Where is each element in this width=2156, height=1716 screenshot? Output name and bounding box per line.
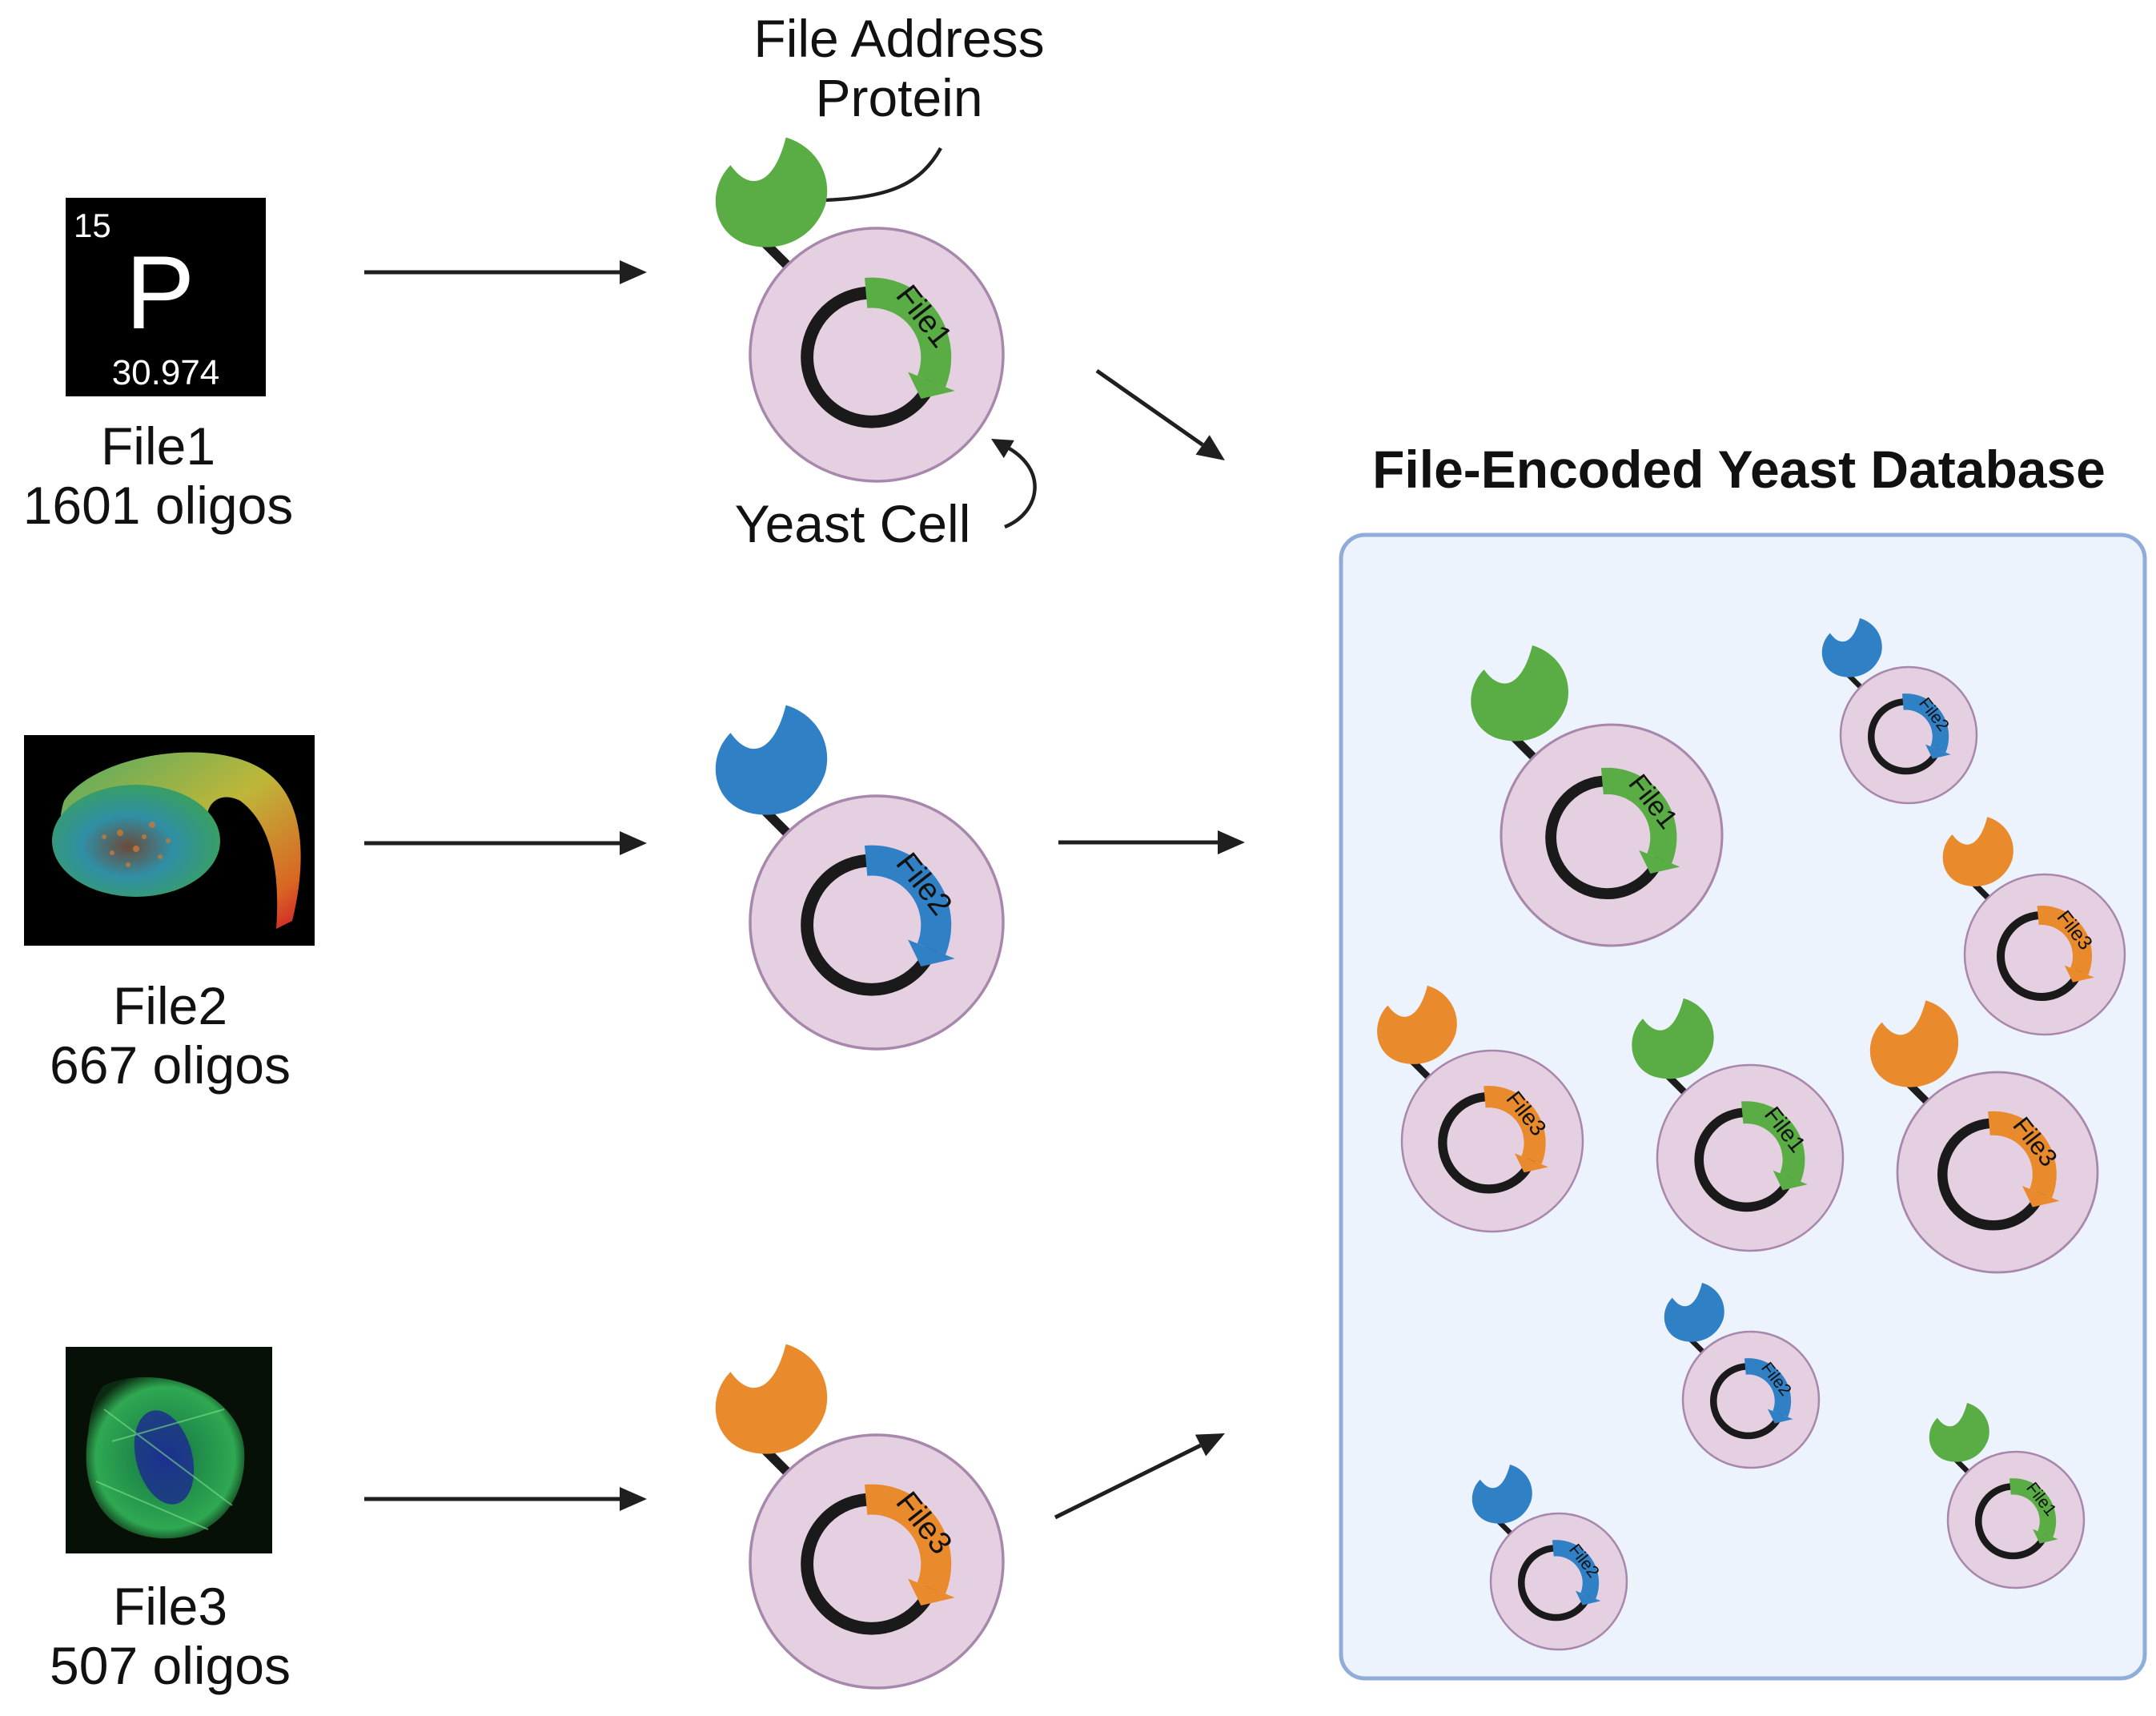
- file-insert-segment: [865, 1484, 952, 1594]
- db-cell-file3-left: File3: [1377, 985, 1584, 1233]
- file-insert-arrowhead: [908, 1578, 955, 1605]
- file1-oligos: 1601 oligos: [22, 475, 294, 535]
- file-address-protein: [1821, 618, 1882, 677]
- db-cell-file2-lower: File2: [1664, 1283, 1821, 1469]
- file-insert-segment: [2009, 1478, 2057, 1537]
- yeast-cell-body: [1656, 1063, 1845, 1252]
- file1-image: 15 P 30.974: [66, 198, 266, 396]
- file-insert-arrowhead: [2022, 1186, 2060, 1208]
- file-insert-arrowhead: [2033, 1529, 2058, 1544]
- yeast-cell-body: [749, 794, 1005, 1051]
- file-insert-arrowhead: [1514, 1153, 1548, 1173]
- file-insert-segment: [1988, 1111, 2057, 1198]
- file2-name: File2: [112, 976, 228, 1035]
- yeast-cell-body: [1946, 1450, 2086, 1589]
- yeast-cell-body: [749, 227, 1005, 483]
- file-address-protein: [715, 705, 828, 815]
- file-insert-arrowhead: [1773, 1170, 1808, 1191]
- database-title: File-Encoded Yeast Database: [1372, 440, 2106, 499]
- yeast-cell-body: [1963, 873, 2126, 1036]
- file-address-protein: [715, 137, 828, 247]
- cell3-to-database-arrow: [1054, 1433, 1225, 1520]
- db-cell-file1-mid: File1: [1632, 998, 1845, 1252]
- file-address-protein: [1929, 1403, 1989, 1462]
- yeast-cell-body: [1681, 1330, 1821, 1469]
- file-address-protein: [1471, 1465, 1532, 1524]
- cell2-to-database-arrow: [1058, 830, 1245, 854]
- file3-caption: File3 507 oligos: [16, 1577, 324, 1696]
- file1-name: File1: [100, 416, 216, 476]
- file3-name: File3: [112, 1577, 228, 1636]
- yeast-cell-body: [1896, 1071, 2099, 1274]
- file-insert-segment: [865, 277, 952, 388]
- tile-atomic-mass: 30.974: [112, 353, 220, 392]
- cell1-to-database-arrow: [1095, 368, 1225, 460]
- file3-image: [66, 1347, 272, 1553]
- cell-callout-label: Yeast Cell: [734, 494, 971, 553]
- file2-to-cell-arrow: [364, 831, 647, 855]
- file-insert-segment: [1484, 1086, 1546, 1164]
- file-address-protein: [1377, 985, 1457, 1064]
- file2-caption: File2 667 oligos: [16, 976, 324, 1095]
- db-cell-file3-large: File3: [1869, 1000, 2099, 1274]
- file-insert-segment: [865, 845, 952, 955]
- yeast-cell-body: [1839, 665, 1978, 805]
- file-insert-arrowhead: [2064, 965, 2094, 983]
- file-insert-segment: [1741, 1101, 1805, 1182]
- tile-atomic-number: 15: [74, 207, 111, 244]
- file-insert-arrowhead: [1768, 1409, 1793, 1424]
- cell-file2: File2: [715, 705, 1005, 1051]
- file-address-protein: [1664, 1283, 1724, 1342]
- yeast-cell-body: [749, 1433, 1005, 1690]
- file2-oligos: 667 oligos: [50, 1035, 291, 1095]
- file2-image: [24, 735, 315, 946]
- file-insert-arrowhead: [1925, 744, 1951, 759]
- file-insert-segment: [1901, 693, 1949, 753]
- cell-callout-pointer: [991, 439, 1037, 529]
- protein-callout-line1: File Address: [753, 9, 1045, 68]
- file-insert-arrowhead: [908, 939, 955, 967]
- file-address-protein: [1471, 645, 1569, 741]
- file-insert-arrowhead: [908, 372, 955, 399]
- cell-file1: File1: [715, 137, 1005, 483]
- db-cell-file1-large: File1: [1471, 645, 1724, 947]
- file-address-protein: [1869, 1000, 1959, 1087]
- file-address-protein: [1942, 817, 2013, 886]
- cell-file3: File3: [715, 1344, 1005, 1690]
- file1-to-cell-arrow: [364, 260, 647, 284]
- yeast-cell-body: [1400, 1049, 1584, 1233]
- protein-callout-label: File Address Protein: [743, 9, 1055, 128]
- file-address-protein: [715, 1344, 828, 1454]
- flow-arrows: [364, 147, 1245, 1520]
- file3-oligos: 507 oligos: [50, 1635, 291, 1695]
- file3-to-cell-arrow: [364, 1487, 647, 1511]
- protein-callout-line2: Protein: [815, 67, 983, 127]
- file-insert-segment: [1600, 767, 1677, 864]
- file-address-protein: [1632, 998, 1714, 1079]
- yeast-cell-body: [1489, 1512, 1628, 1651]
- yeast-cell-body: [1500, 723, 1724, 947]
- file-insert-segment: [1552, 1540, 1600, 1599]
- db-cell-file2-top: File2: [1821, 618, 1978, 805]
- db-cell-file2-bottom: File2: [1471, 1465, 1628, 1651]
- file-insert-arrowhead: [1576, 1590, 1601, 1605]
- file-insert-segment: [2037, 906, 2092, 975]
- file-insert-arrowhead: [1639, 850, 1680, 874]
- file1-caption: File1 1601 oligos: [0, 416, 316, 536]
- db-cell-file3-right: File3: [1942, 817, 2126, 1036]
- tile-symbol: P: [126, 234, 195, 351]
- db-cell-file1-small: File1: [1929, 1403, 2086, 1589]
- file-insert-segment: [1744, 1358, 1792, 1417]
